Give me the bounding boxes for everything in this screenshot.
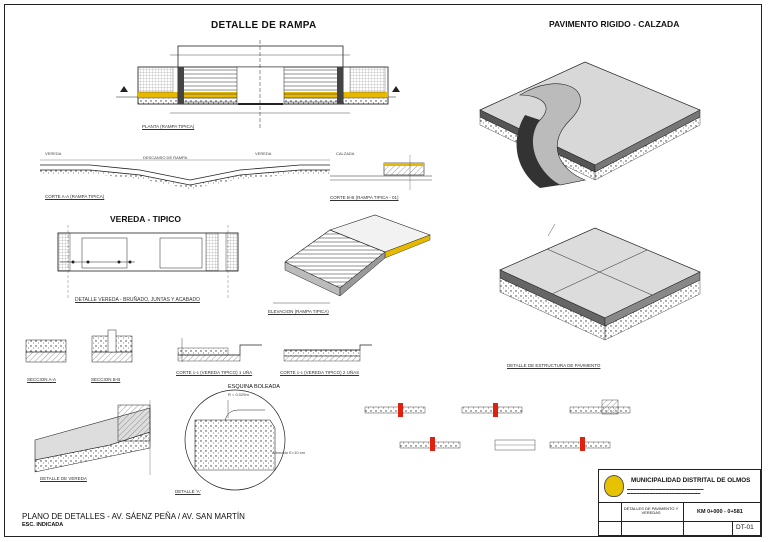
detalles-juntas-drawing bbox=[364, 399, 631, 451]
label-elevacion: ELEVACION (RAMPA TIPICA) bbox=[268, 309, 329, 314]
secciones-drawing bbox=[25, 329, 133, 363]
sheet-name: DETALLES DE PAVIMENTO Y VEREDAS bbox=[623, 506, 679, 516]
label-radio: R = 0.025m bbox=[228, 392, 249, 397]
municipal-seal-icon bbox=[604, 475, 624, 497]
label-corte-aa: CORTE A-A (RAMPA TIPICA) bbox=[45, 194, 105, 199]
title-vereda: VEREDA - TIPICO bbox=[110, 214, 181, 224]
label-corte-bb: CORTE B-B (RAMPA TIPICA - 01) bbox=[330, 195, 399, 200]
title-block: MUNICIPALIDAD DISTRITAL DE OLMOS ▬▬▬▬▬▬▬… bbox=[598, 469, 761, 536]
vereda-tipico-drawing bbox=[57, 225, 239, 300]
scale-label: ESC. INDICADA bbox=[22, 522, 64, 528]
label-vereda-right: VEREDA bbox=[255, 151, 272, 156]
project-text-placeholder: ▬▬▬▬▬▬▬▬▬▬▬▬▬▬▬▬▬▬▬▬▬▬▬▬ ▬▬▬▬▬▬▬▬▬▬▬▬▬▬▬… bbox=[627, 487, 704, 495]
elevacion-rampa-drawing bbox=[273, 214, 431, 304]
title-pavimento: PAVIMENTO RIGIDO - CALZADA bbox=[549, 19, 680, 29]
detalle-a-drawing bbox=[184, 389, 286, 491]
label-detalle-vereda: DETALLE DE VEREDA bbox=[40, 476, 87, 481]
label-seccion-aa: SECCION A-A bbox=[27, 377, 57, 382]
label-afirmado: Afirmado E=10 cm bbox=[272, 450, 306, 455]
label-detalle-a: DETALLE 'A' bbox=[175, 489, 201, 494]
pavimento-3d-drawing bbox=[479, 61, 701, 188]
label-detalle-vereda-brunado: DETALLE VEREDA - BRUÑADO, JUNTAS Y ACABA… bbox=[75, 297, 200, 303]
label-corte-c1: CORTE c-c (VEREDA TIPICO) 1 UÑA bbox=[176, 370, 253, 375]
km-range: KM 0+000 - 0+581 bbox=[697, 509, 743, 515]
label-corte-c2: CORTE c-c (VEREDA TIPICO) 2 UÑAS bbox=[280, 370, 360, 375]
corte-bb-drawing bbox=[330, 155, 432, 190]
label-detalle-estructura: DETALLE DE ESTRUCTURA DE PAVIMENTO bbox=[507, 363, 601, 368]
detalle-vereda-drawing bbox=[34, 400, 151, 475]
label-vereda-left: VEREDA bbox=[45, 151, 62, 156]
label-esquina: ESQUINA BOLEADA bbox=[228, 384, 280, 390]
plan-title: PLANO DE DETALLES - AV. SÁENZ PEÑA / AV.… bbox=[22, 512, 245, 521]
label-calzada: CALZADA bbox=[336, 151, 355, 156]
sheet-code: DT-01 bbox=[736, 524, 754, 531]
label-descanso: DESCANSO DE RAMPA bbox=[143, 155, 188, 160]
label-seccion-bb: SECCION B-B bbox=[91, 377, 121, 382]
title-rampa: DETALLE DE RAMPA bbox=[211, 20, 317, 31]
pavimento-losas-drawing bbox=[499, 223, 701, 341]
rampa-planta-drawing bbox=[116, 40, 400, 130]
corte-aa-drawing bbox=[40, 159, 330, 189]
cortes-cc-drawing bbox=[177, 338, 372, 362]
entity-name: MUNICIPALIDAD DISTRITAL DE OLMOS bbox=[631, 477, 751, 484]
label-planta-rampa: PLANTA (RAMPA TIPICA) bbox=[142, 124, 195, 129]
